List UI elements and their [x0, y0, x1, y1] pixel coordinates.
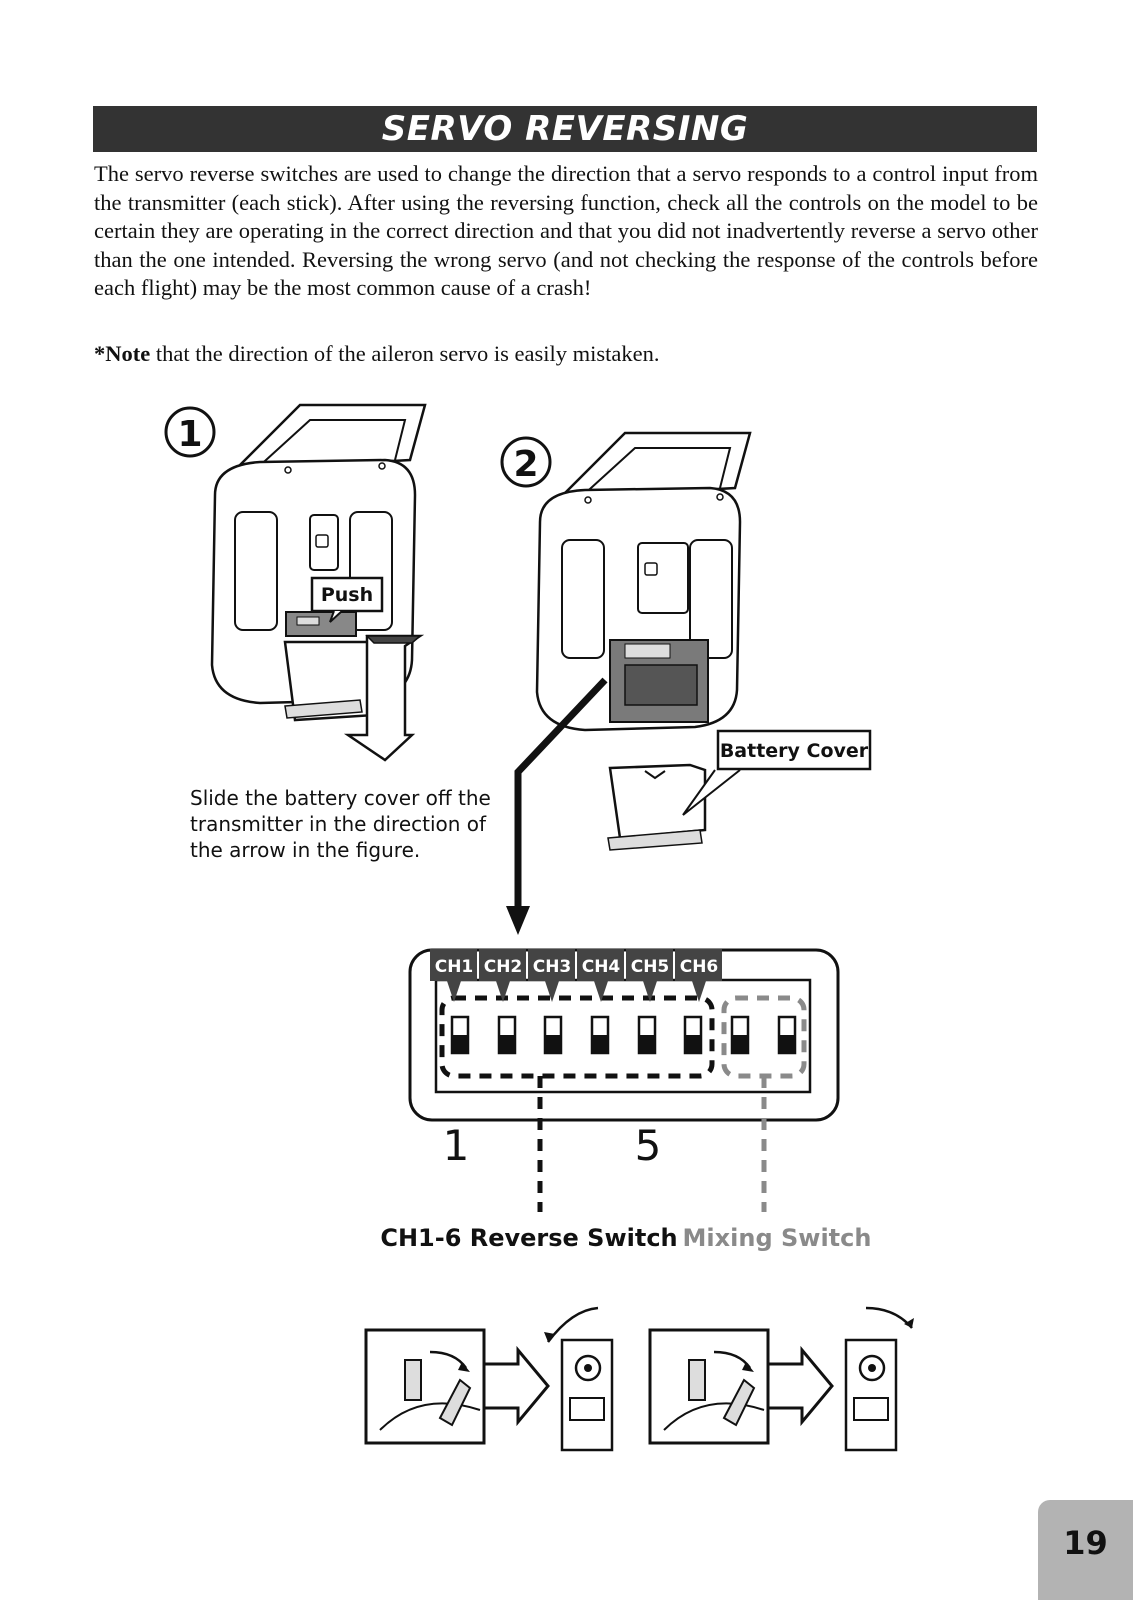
channel-pointer: [545, 981, 559, 1002]
page-number-tab: 19: [1038, 1500, 1133, 1600]
dip-number-1: 1: [443, 1121, 470, 1170]
push-label: Push: [321, 584, 373, 606]
channel-label-bg: [528, 949, 575, 981]
channel-label: CH3: [533, 957, 572, 977]
channel-label-bg: [430, 949, 477, 981]
channel-label: CH1: [435, 957, 474, 977]
dip-number-5: 5: [635, 1121, 662, 1170]
dip-switch-knob: [639, 1035, 655, 1053]
channel-label: CH5: [631, 957, 670, 977]
channel-pointer: [692, 981, 706, 1002]
step1-badge: 1: [164, 406, 216, 458]
battery-cover-label: Battery Cover: [720, 740, 869, 762]
svg-text:2: 2: [513, 444, 538, 485]
channel-label-bg: [675, 949, 722, 981]
reverse-switch-label: CH1-6 Reverse Switch: [380, 1224, 677, 1252]
channel-pointer: [447, 981, 461, 1002]
dip-switch-knob: [545, 1035, 561, 1053]
channel-label-bg: [479, 949, 526, 981]
channel-pointer: [643, 981, 657, 1002]
leader-arrow: [506, 677, 608, 935]
transmitter-step2: [535, 431, 752, 732]
channel-labels: CH1 CH2 CH3 CH4 CH5 CH6: [430, 949, 722, 1002]
dip-switch-knob: [732, 1035, 748, 1053]
channel-label-bg: [626, 949, 673, 981]
page-number: 19: [1063, 1524, 1108, 1562]
note-label: *Note: [94, 341, 151, 366]
dip-switch-knob: [452, 1035, 468, 1053]
battery-cover-callout: Battery Cover: [682, 729, 872, 816]
servo-diagram-reversed: [648, 1306, 914, 1452]
note-text: that the direction of the aileron servo …: [150, 341, 660, 366]
dip-switches: [450, 1015, 797, 1055]
mixing-switch-label: Mixing Switch: [683, 1224, 872, 1252]
channel-label: CH2: [484, 957, 523, 977]
svg-text:1: 1: [177, 414, 202, 455]
page-title: SERVO REVERSING: [381, 109, 749, 149]
dip-switch-knob: [779, 1035, 795, 1053]
push-callout: Push: [310, 576, 384, 623]
dip-switch-knob: [685, 1035, 701, 1053]
note-line: *Note that the direction of the aileron …: [94, 340, 1038, 368]
dip-switch-knob: [499, 1035, 515, 1053]
intro-paragraph: The servo reverse switches are used to c…: [94, 161, 1038, 301]
slide-direction-arrow: [343, 634, 425, 762]
dip-switch-knob: [592, 1035, 608, 1053]
battery-cover: [607, 763, 707, 851]
channel-label: CH4: [582, 957, 621, 977]
figure-caption: Slide the battery cover off the transmit…: [190, 786, 491, 862]
channel-label-bg: [577, 949, 624, 981]
title-bar: SERVO REVERSING: [93, 106, 1037, 152]
servo-diagram-normal: [364, 1306, 614, 1452]
step2-badge: 2: [500, 436, 552, 488]
channel-label: CH6: [680, 957, 719, 977]
channel-pointer: [594, 981, 608, 1002]
channel-pointer: [496, 981, 510, 1002]
